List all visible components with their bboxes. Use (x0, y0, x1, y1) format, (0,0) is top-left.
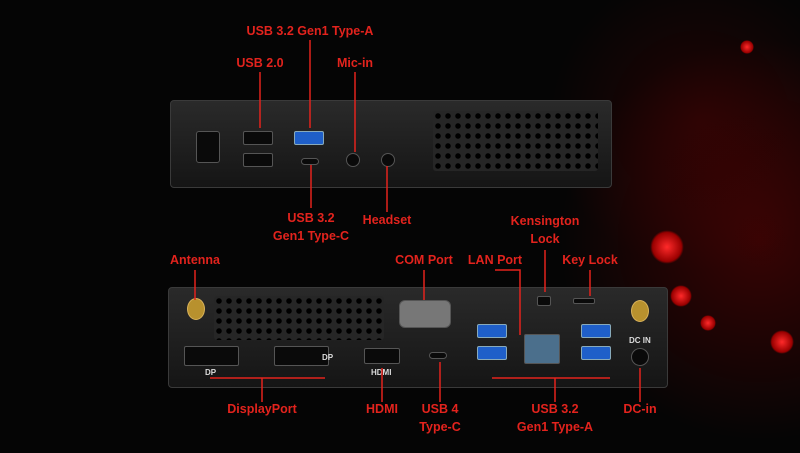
usb4-port (429, 352, 447, 359)
kensington-slot (537, 296, 551, 306)
label-line: USB 3.2 (287, 211, 335, 225)
decor-dot (700, 315, 716, 331)
leader-line (210, 377, 325, 402)
label-usb4: USB 4 Type-C (419, 400, 460, 436)
usb-c-port (301, 158, 319, 165)
vent-grille (214, 296, 384, 340)
label-headset: Headset (362, 213, 412, 227)
usb32-port (477, 324, 507, 338)
usb20-port (243, 153, 273, 167)
usb32-port (581, 324, 611, 338)
hdmi-port (364, 348, 400, 364)
label-line: Gen1 Type-A (516, 420, 594, 434)
decor-dot (670, 285, 692, 307)
decor-dot (740, 40, 754, 54)
label-line: Kensington (510, 214, 580, 228)
hdmi-print: HDMI (371, 368, 392, 377)
leader-line (492, 377, 610, 402)
label-line: Type-C (419, 420, 461, 434)
displayport-2 (274, 346, 329, 366)
dp-print: DP (205, 368, 217, 377)
leader-line (495, 269, 521, 335)
dp-print: DP (322, 353, 334, 362)
label-line: USB 3.2 (531, 402, 579, 416)
label-dc-in: DC-in (623, 402, 657, 416)
label-hdmi: HDMI (366, 402, 398, 416)
usb32-port (477, 346, 507, 360)
label-usb20: USB 2.0 (236, 56, 284, 70)
label-line: Gen1 Type-C (272, 229, 350, 243)
headset-jack (381, 153, 395, 167)
power-button (196, 131, 220, 163)
vent-grille (433, 111, 598, 171)
label-key-lock: Key Lock (562, 253, 618, 267)
label-com-port: COM Port (395, 253, 453, 267)
antenna-connector (187, 298, 205, 320)
lan-port (524, 334, 560, 364)
mic-jack (346, 153, 360, 167)
label-usb32-type-a-front: USB 3.2 Gen1 Type-A (246, 24, 374, 38)
dc-in-print: DC IN (629, 336, 651, 345)
front-panel-device (170, 100, 612, 188)
displayport-1 (184, 346, 239, 366)
decor-dot (770, 330, 794, 354)
dc-in-jack (631, 348, 649, 366)
key-lock (573, 298, 595, 304)
decor-dot (650, 230, 684, 264)
usb32-port (581, 346, 611, 360)
label-displayport: DisplayPort (227, 402, 297, 416)
com-port-connector (399, 300, 451, 328)
label-line: USB 4 (421, 402, 459, 416)
label-mic-in: Mic-in (336, 56, 374, 70)
label-line: Lock (530, 232, 560, 246)
usb20-port (243, 131, 273, 145)
antenna-connector (631, 300, 649, 322)
label-antenna: Antenna (170, 253, 220, 267)
rear-panel-device: DP DP HDMI DC IN (168, 287, 668, 388)
usb32-type-a-port (294, 131, 324, 145)
label-lan-port: LAN Port (467, 253, 523, 267)
